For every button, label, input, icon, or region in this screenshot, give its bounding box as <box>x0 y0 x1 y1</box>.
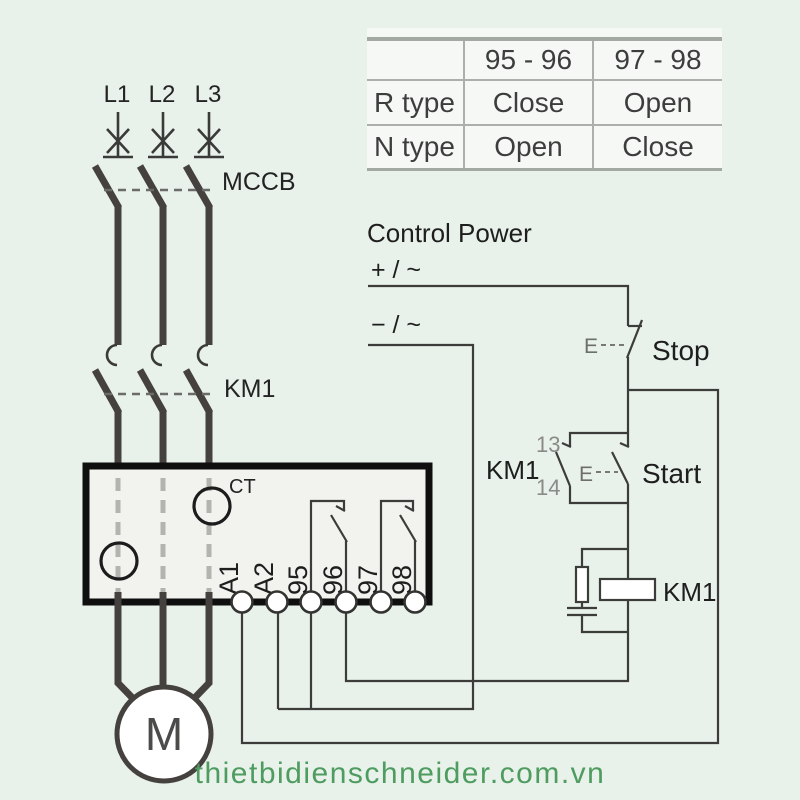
terminal-label-98: 98 <box>387 565 417 595</box>
mccb-blade-l1 <box>91 164 123 210</box>
capacitor-symbol <box>567 602 628 634</box>
stop-contact-blade <box>625 319 644 359</box>
motor-symbol: M <box>114 684 214 784</box>
start-actuator-label: E <box>579 463 593 486</box>
ct-circle <box>192 486 232 526</box>
stop-button-symbol: E <box>584 319 644 359</box>
terminal-glyph <box>194 112 224 159</box>
relay-terminals <box>230 590 427 614</box>
mccb-label: MCCB <box>222 168 296 196</box>
contactor-blade-l1 <box>91 368 123 415</box>
km1-aux-contact: 13 14 KM1 <box>486 431 628 505</box>
contactor-arc-l3 <box>196 343 209 367</box>
terminal-label-97: 97 <box>353 565 383 595</box>
wire-stop-branch-a1 <box>240 388 720 745</box>
rc-snubber <box>567 547 628 634</box>
coil-rect <box>598 577 657 602</box>
table-cell-n-9596: Open <box>463 126 592 168</box>
watermark: thietbidienschneider.com.vn <box>194 757 606 790</box>
aux-contact-glyph <box>554 431 628 505</box>
phase-l3-label: L3 <box>195 81 222 108</box>
mccb-blade-l2 <box>136 164 168 210</box>
terminal-glyph <box>103 112 133 159</box>
resistor-symbol <box>574 565 590 604</box>
relay-contact-97-98 <box>379 499 417 602</box>
terminal-a1 <box>230 590 254 614</box>
table-cell-r-9798: Open <box>592 81 722 126</box>
table-row-r-type-label: R type <box>367 81 463 126</box>
sensor-circle <box>99 541 139 581</box>
terminal-label-95: 95 <box>283 565 313 595</box>
terminal-glyph <box>148 112 178 159</box>
table-cell-r-9596: Close <box>463 81 592 126</box>
phase-l2-label: L2 <box>149 81 176 108</box>
terminal-label-96: 96 <box>318 565 348 595</box>
table-row-n-type-label: N type <box>367 126 463 168</box>
terminal-label-a1: A1 <box>214 562 244 595</box>
aux-terminal-14-label: 14 <box>536 475 560 500</box>
mccb-blade-l3 <box>182 164 214 210</box>
terminal-a2 <box>265 590 289 614</box>
aux-terminal-13-label: 13 <box>536 432 560 457</box>
contactor-arc-l1 <box>105 343 118 367</box>
km1-coil-label: KM1 <box>663 577 716 607</box>
wire-coil-to-96 <box>344 600 630 683</box>
terminal-label-a2: A2 <box>249 562 279 595</box>
start-label: Start <box>642 458 701 489</box>
table-cell-n-9798: Close <box>592 126 722 168</box>
supply-terminal-symbol-l2 <box>148 112 178 159</box>
relay-contact-95-96 <box>309 499 348 602</box>
supply-terminal-symbol-l1 <box>103 112 133 159</box>
mccb-symbol <box>91 164 214 210</box>
contactor-arc-l2 <box>150 343 163 367</box>
km1-contactor-symbol <box>91 343 214 415</box>
contact-97-98-glyph <box>379 499 417 602</box>
contact-95-96-glyph <box>309 499 348 602</box>
table-header-95-96: 95 - 96 <box>463 41 592 81</box>
terminal-98 <box>403 590 427 614</box>
km1-contactor-label: KM1 <box>224 375 275 403</box>
supply-terminal-symbol-l3 <box>194 112 224 159</box>
snubber-top-wire <box>580 547 628 567</box>
motor-circle <box>114 684 214 784</box>
plus-line-label: + / ~ <box>371 256 421 284</box>
terminal-95 <box>299 590 323 614</box>
contactor-blade-l3 <box>182 368 214 415</box>
contact-type-table-grid: 95 - 96 97 - 98 R type Close Open N type… <box>367 37 722 171</box>
phase-l1-label: L1 <box>104 81 131 108</box>
control-power-title: Control Power <box>367 218 532 248</box>
contactor-blade-l2 <box>136 368 168 415</box>
stop-label: Stop <box>652 335 710 366</box>
ct-label: CT <box>229 476 256 498</box>
stop-actuator-label: E <box>584 335 598 358</box>
aux-km1-label: KM1 <box>486 455 539 485</box>
terminal-97 <box>369 590 393 614</box>
relay-box <box>82 462 433 606</box>
contact-type-table: 95 - 96 97 - 98 R type Close Open N type… <box>367 28 722 171</box>
start-button-symbol: E <box>579 441 630 486</box>
wire-plus-to-stop <box>368 284 630 326</box>
km1-coil-symbol: KM1 <box>598 577 716 607</box>
table-header-97-98: 97 - 98 <box>592 41 722 81</box>
terminal-96 <box>334 590 358 614</box>
minus-line-label: − / ~ <box>371 311 421 339</box>
motor-label: M <box>145 708 183 760</box>
wire-minus-to-a2-95 <box>276 343 475 711</box>
start-contact-blade <box>611 451 629 485</box>
start-contact-tick <box>619 441 630 449</box>
table-header-empty <box>367 41 463 81</box>
